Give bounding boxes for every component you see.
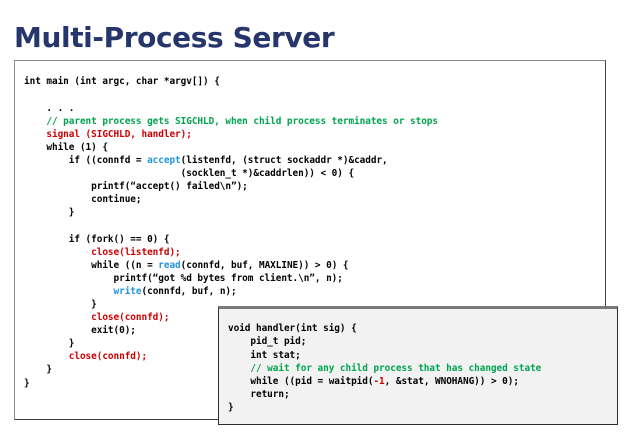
code-token: return; (228, 388, 290, 400)
code-token: read (158, 259, 181, 271)
code-token (24, 247, 91, 258)
code-token: , &stat, WNOHANG)) > 0); (384, 375, 519, 387)
code-token: (socklen_t *)&caddrlen)) < 0) { (24, 168, 355, 180)
code-token: exit(0); (24, 325, 136, 337)
code-token: while ((n = (24, 259, 159, 271)
code-token: } (24, 338, 75, 350)
code-token: if ((connfd = (24, 154, 148, 166)
code-token: accept (147, 154, 181, 166)
code-token: write (113, 285, 142, 297)
code-token: -1 (373, 375, 385, 387)
code-token: while (1) { (24, 141, 108, 153)
code-token (24, 129, 46, 140)
code-token: (connfd, buf, n); (141, 285, 237, 297)
code-token: } (24, 364, 52, 376)
code-token: pid_t pid; (228, 336, 307, 348)
code-token: } (228, 401, 234, 413)
code-token: while ((pid = waitpid( (228, 375, 374, 387)
code-token: close(listenfd); (91, 246, 181, 258)
code-token: (listenfd, (struct sockaddr *)&caddr, (180, 154, 388, 166)
code-token: // parent process gets SIGCHLD, when chi… (24, 115, 438, 127)
code-token: signal (SIGCHLD, handler); (46, 128, 192, 140)
handler-code-text: void handler(int sig) { pid_t pid; int s… (228, 322, 541, 414)
code-token: } (24, 298, 97, 310)
code-token (24, 312, 91, 323)
code-token (24, 351, 69, 362)
code-token: // wait for any child process that has c… (228, 362, 542, 374)
code-token: } (24, 377, 30, 389)
page-title: Multi-Process Server (14, 20, 335, 54)
code-token: . . . (24, 102, 75, 114)
code-token: printf(“accept() failed\n”); (24, 181, 248, 193)
code-token: (connfd, buf, MAXLINE)) > 0) { (180, 259, 349, 271)
code-token: close(connfd); (91, 312, 170, 324)
code-token: int main (int argc, char *argv[]) { (24, 76, 220, 88)
code-token: } (24, 207, 75, 219)
code-token: int stat; (228, 349, 301, 361)
code-token: printf(“got %d bytes from client.\n”, n)… (24, 272, 343, 284)
main-code-text: int main (int argc, char *argv[]) { . . … (24, 75, 438, 389)
code-token: if (fork() == 0) { (24, 233, 170, 245)
code-token (24, 286, 114, 297)
code-token: continue; (24, 194, 142, 206)
code-token: close(connfd); (68, 351, 148, 363)
handler-code-inset: void handler(int sig) { pid_t pid; int s… (218, 306, 618, 425)
code-token: void handler(int sig) { (228, 323, 357, 335)
